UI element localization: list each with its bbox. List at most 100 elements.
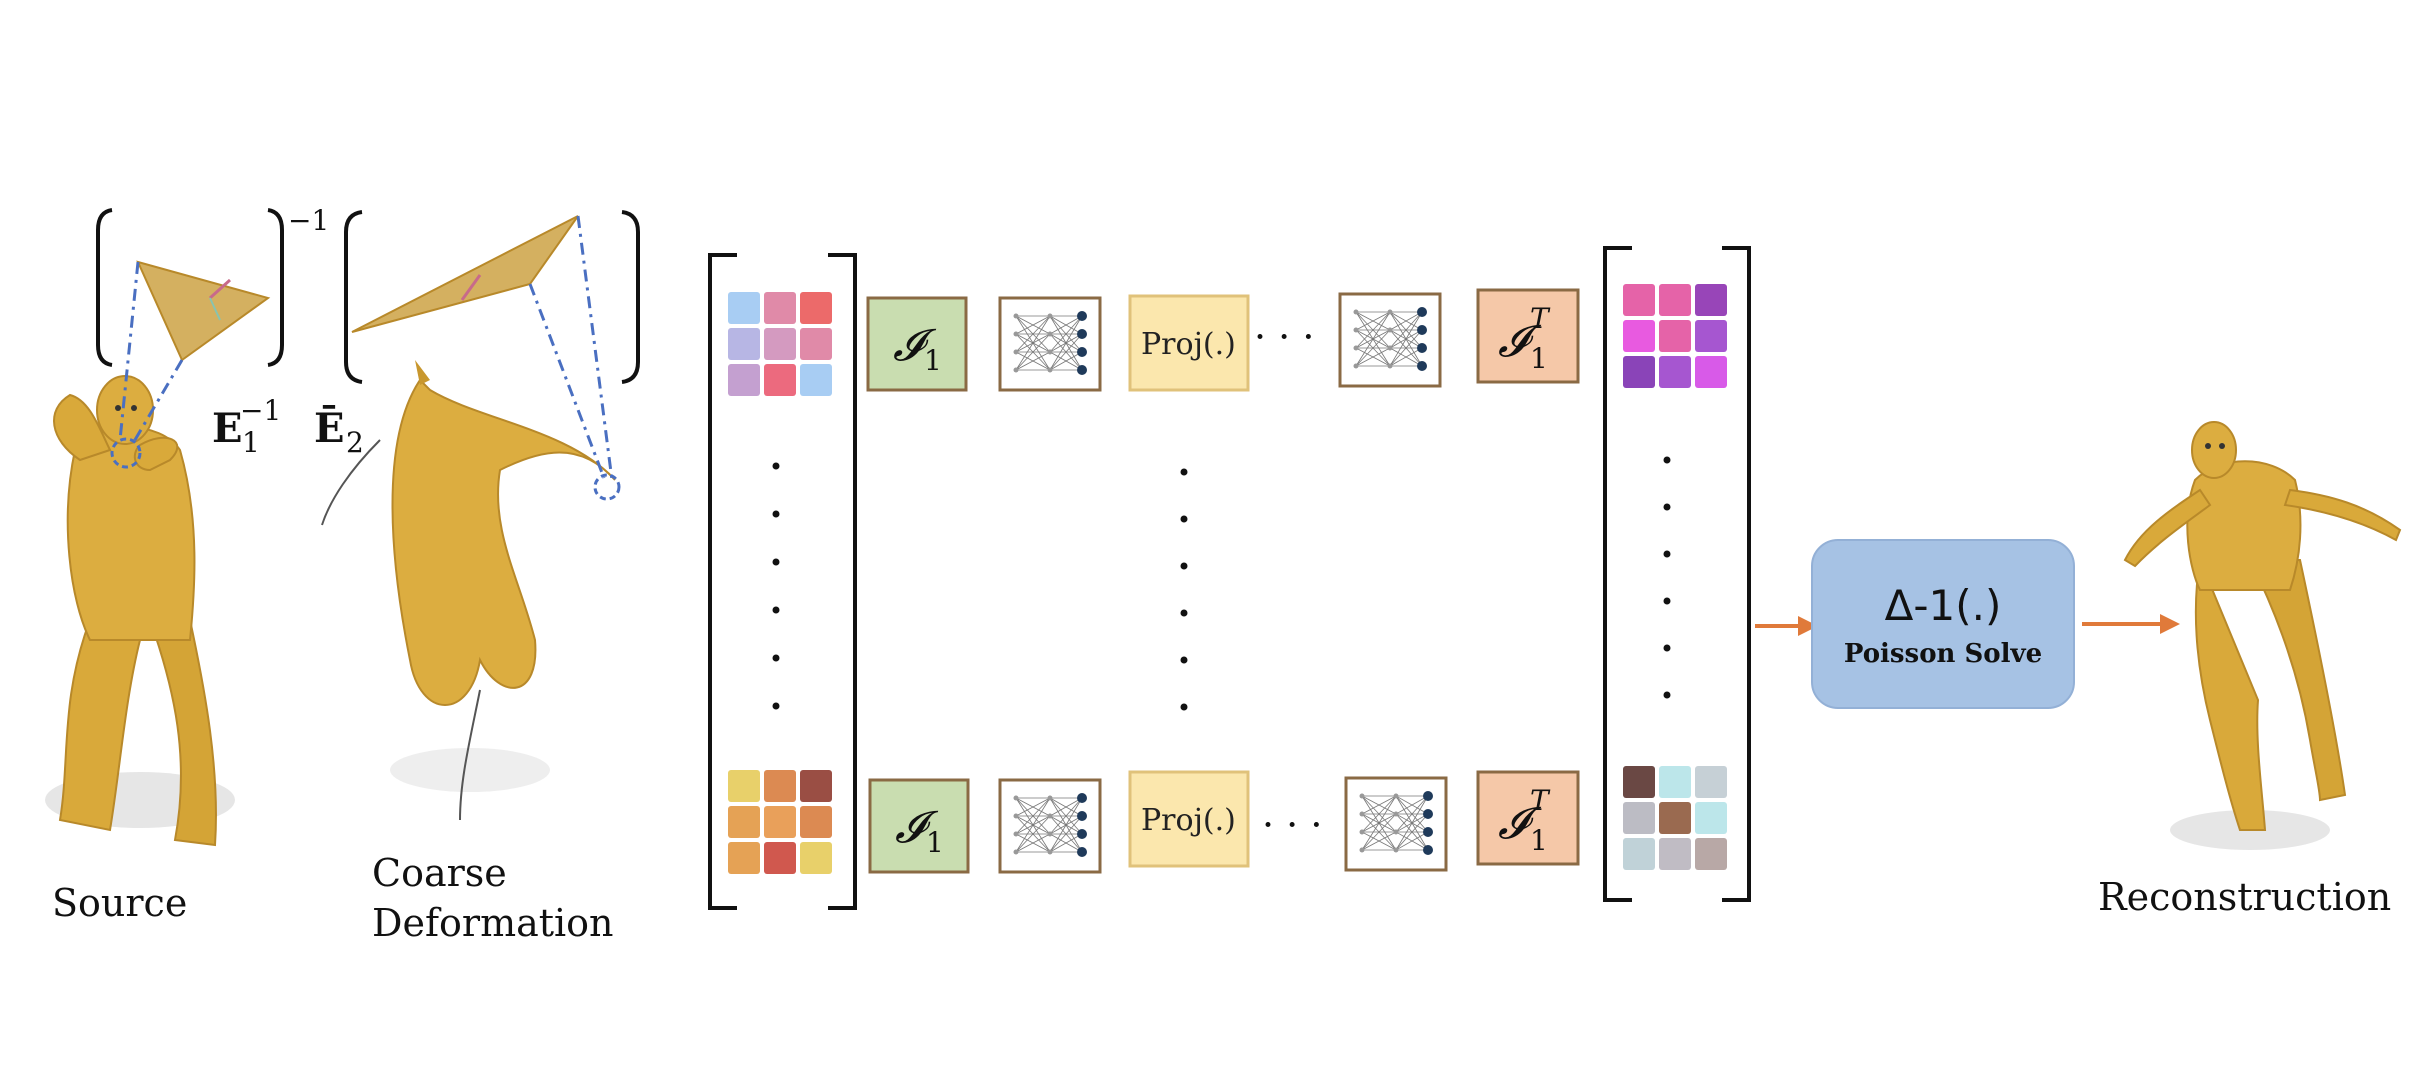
mlp-output-node [1077,811,1087,821]
mlp-node [1359,793,1365,799]
mlp-output-node [1417,343,1427,353]
mlp-edge [1355,311,1391,367]
coarse-deformation-figure [321,360,621,821]
mlp-node [1353,345,1359,351]
matrix-top-left [728,292,832,396]
deformed-triangle-matrix [344,210,640,481]
identity-sub-bottom: 1 [926,826,944,859]
matrix-cell [764,770,796,802]
matrix-cell [1623,766,1655,798]
matrix-cell [764,328,796,360]
mlp-edge [1395,831,1429,851]
mlp-node [1387,309,1393,315]
matrix-cell [728,770,760,802]
ellipsis-dot [1180,656,1188,664]
mlp-edge [1395,813,1429,851]
mlp-edge [1361,831,1397,851]
mlp-box-bottom-1 [998,778,1102,874]
mlp-output-node [1077,347,1087,357]
reconstruction-label: Reconstruction [2098,875,2391,919]
matrix-cell [1659,356,1691,388]
ellipsis-dot [1663,550,1671,558]
ellipsis-top: · · · [1254,315,1314,359]
vertical-ellipsis-right [1663,456,1671,699]
mlp-edge [1015,797,1051,853]
e1-symbol: E [212,405,243,452]
vertical-ellipsis-middle [1180,468,1188,711]
mlp-node [1047,313,1053,319]
transpose-sup-bottom: T [1530,784,1551,817]
mlp-output-node [1077,329,1087,339]
mlp-output-node [1077,311,1087,321]
mlp-icon [1359,791,1433,855]
transpose-sup-top: T [1530,302,1551,335]
e1-superscript: −1 [240,394,281,427]
proj-box-bottom [1128,770,1250,868]
mlp-icon [1013,311,1087,375]
proj-label-bottom: Proj(.) [1141,803,1236,838]
proj-label-top: Proj(.) [1141,327,1236,362]
matrix-cell [1659,284,1691,316]
ellipsis-dot [772,510,780,518]
coarse-label-line2: Deformation [372,901,614,945]
matrix-cell [1623,838,1655,870]
identity-box-top [866,296,968,392]
transpose-box-top [1476,288,1580,384]
mlp-node [1393,829,1399,835]
mlp-edge [1389,329,1423,367]
e1-subscript: 1 [242,426,260,459]
mlp-edge [1361,813,1397,851]
mlp-node [1013,795,1019,801]
matrix-cell [800,806,832,838]
mlp-edge [1049,797,1083,853]
arrow-to-poisson [1755,616,1818,636]
ellipsis-dot [772,654,780,662]
mlp-edge [1389,311,1423,349]
mlp-node [1013,313,1019,319]
ellipsis-dot [1180,609,1188,617]
mlp-output-node [1077,829,1087,839]
identity-box-bottom [868,778,970,874]
mlp-node [1353,309,1359,315]
mlp-edge [1049,315,1083,335]
ellipsis-dot [1180,468,1188,476]
ellipsis-dot [772,606,780,614]
matrix-cell [728,292,760,324]
matrix-cell [1659,802,1691,834]
identity-sub-top: 1 [924,344,942,377]
mlp-node [1013,813,1019,819]
ellipsis-dot [1180,562,1188,570]
mlp-node [1013,331,1019,337]
mlp-edge [1355,311,1391,331]
mlp-edge [1395,795,1429,851]
ellipsis-dot [1663,456,1671,464]
matrix-cell [764,842,796,874]
matrix-cell [728,328,760,360]
mlp-edge [1015,833,1051,853]
mlp-output-node [1423,809,1433,819]
transpose-box-bottom [1476,770,1580,866]
matrix-cell [800,770,832,802]
pipeline-row-bottom: 𝓘 1 Proj(.) · · · 𝓘 1 T [868,770,1580,874]
inverse-exponent: −1 [288,204,329,237]
mlp-node [1047,849,1053,855]
mlp-output-node [1077,793,1087,803]
ellipsis-dot [1180,515,1188,523]
matrix-cell [1695,838,1727,870]
ellipsis-dot [1180,703,1188,711]
poisson-solve-box: Δ-1(.) Poisson Solve [1811,539,2075,709]
jacobian-formula: E 1 −1 Ē 2 [212,394,364,459]
matrix-cell [728,364,760,396]
mlp-box-top-1 [998,296,1102,392]
e2-symbol: Ē [314,405,345,452]
mlp-edge [1361,795,1397,815]
matrix-cell [1623,320,1655,352]
mlp-edge [1015,815,1051,853]
matrix-cell [728,842,760,874]
left-big-bracket [708,253,857,910]
mlp-icon [1013,793,1087,857]
mlp-edge [1049,797,1083,835]
mlp-edge [1049,351,1083,371]
mlp-node [1387,345,1393,351]
